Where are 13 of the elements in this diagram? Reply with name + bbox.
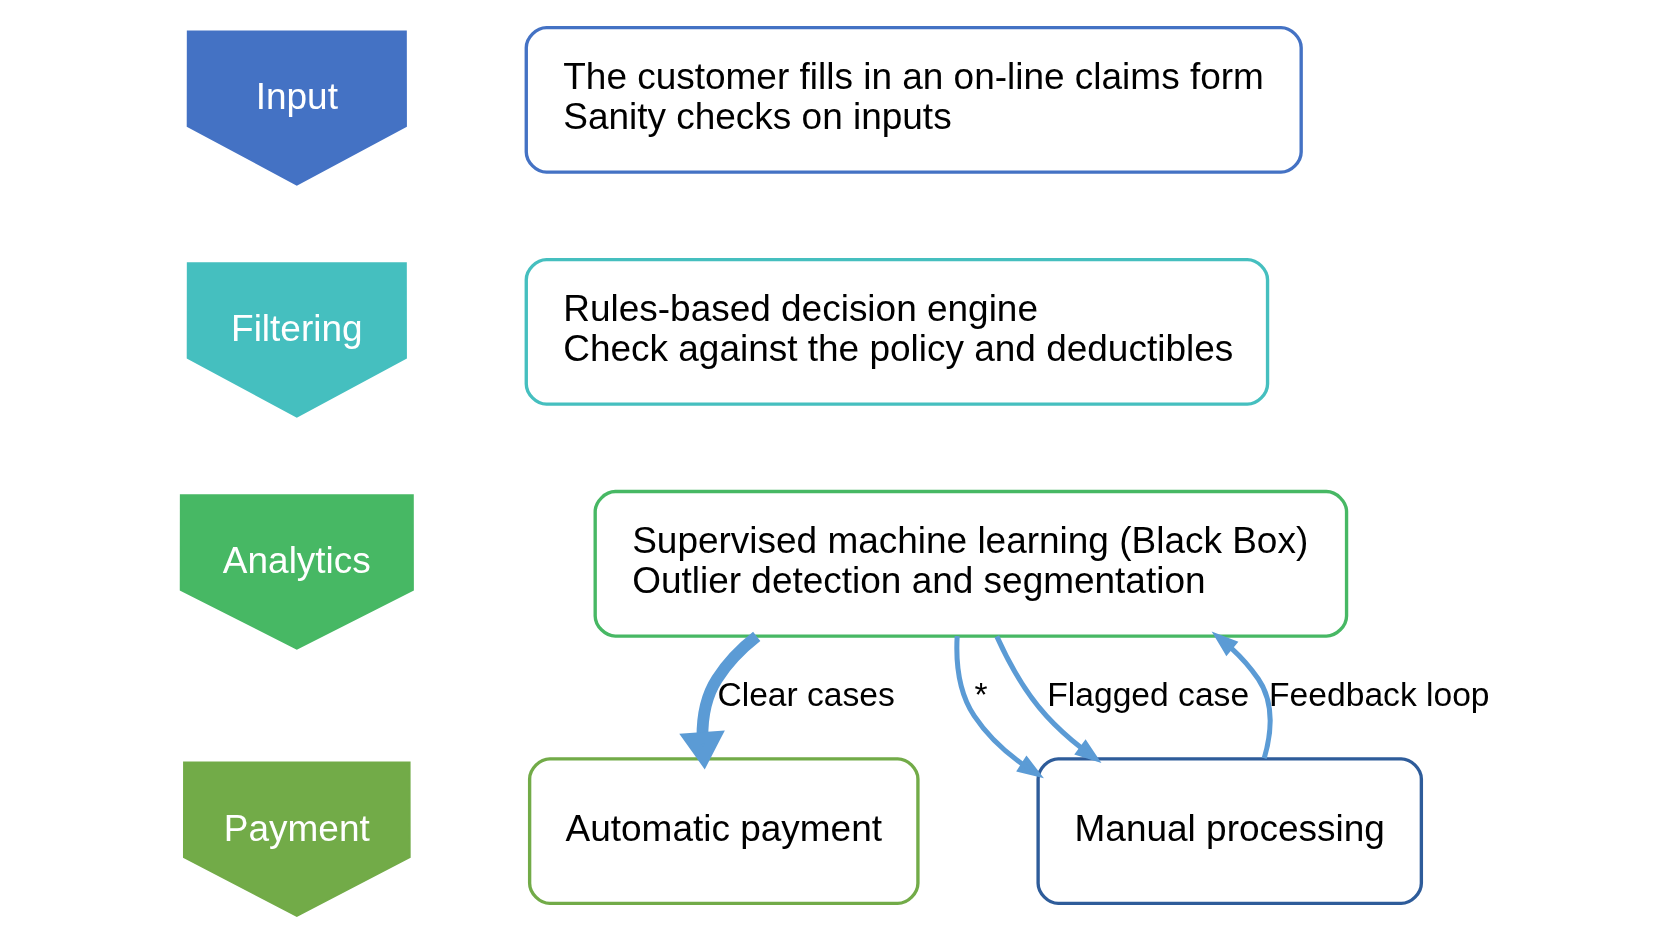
arrow: [1211, 631, 1273, 759]
node-box: Manual processing: [1036, 757, 1424, 906]
arrow: [994, 635, 1102, 764]
edge-label: Clear cases: [717, 675, 895, 713]
edge-label: *: [974, 675, 988, 713]
node-box: Supervised machine learning (Black Box) Outlier detection and segmentation: [593, 489, 1349, 638]
arrow: [954, 636, 1044, 779]
node-box: Rules-based decision engine Check against the policy and deductibles: [524, 257, 1270, 406]
arrow: [679, 631, 761, 770]
node-box: The customer fills in an on-line claims form Sanity checks on inputs: [524, 25, 1303, 174]
node-box: Automatic payment: [527, 757, 920, 906]
edge-label: Flagged case: [1047, 675, 1250, 713]
edge-label: Feedback loop: [1269, 675, 1490, 713]
